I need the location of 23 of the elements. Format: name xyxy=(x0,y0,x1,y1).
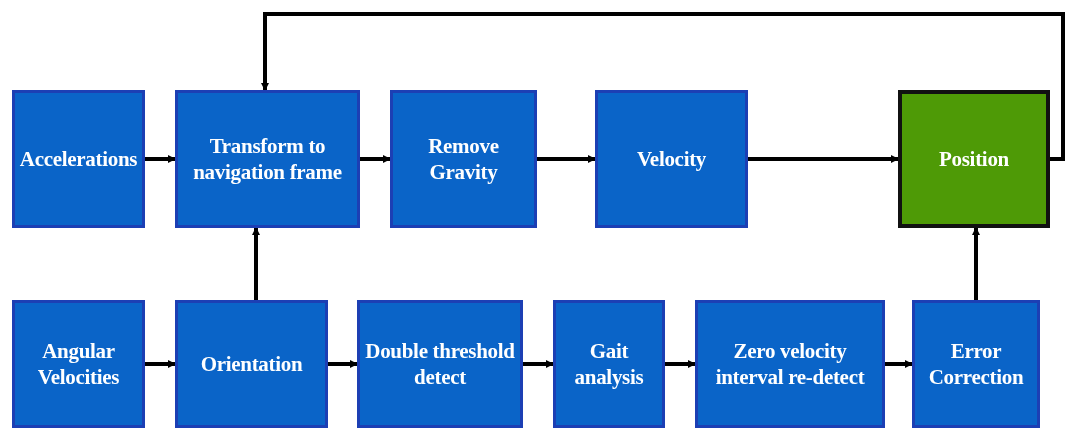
arrow xyxy=(972,227,980,300)
arrow xyxy=(665,360,696,368)
arrow xyxy=(885,360,913,368)
process-box: Velocity xyxy=(595,90,748,228)
process-box: Gait analysis xyxy=(553,300,665,428)
arrow xyxy=(328,360,358,368)
process-box: Orientation xyxy=(175,300,328,428)
process-box: Double threshold detect xyxy=(357,300,523,428)
arrow xyxy=(145,155,176,163)
process-box: Angular Velocities xyxy=(12,300,145,428)
process-box: Zero velocity interval re-detect xyxy=(695,300,885,428)
process-box: Error Correction xyxy=(912,300,1040,428)
process-box: Accelerations xyxy=(12,90,145,228)
arrow xyxy=(360,155,391,163)
process-box: Transform to navigation frame xyxy=(175,90,360,228)
arrow xyxy=(748,155,899,163)
arrow xyxy=(145,360,176,368)
process-box: Remove Gravity xyxy=(390,90,537,228)
arrow xyxy=(252,227,260,300)
arrow xyxy=(523,360,554,368)
arrow xyxy=(537,155,596,163)
output-box: Position xyxy=(898,90,1050,228)
arrow xyxy=(261,12,1065,161)
